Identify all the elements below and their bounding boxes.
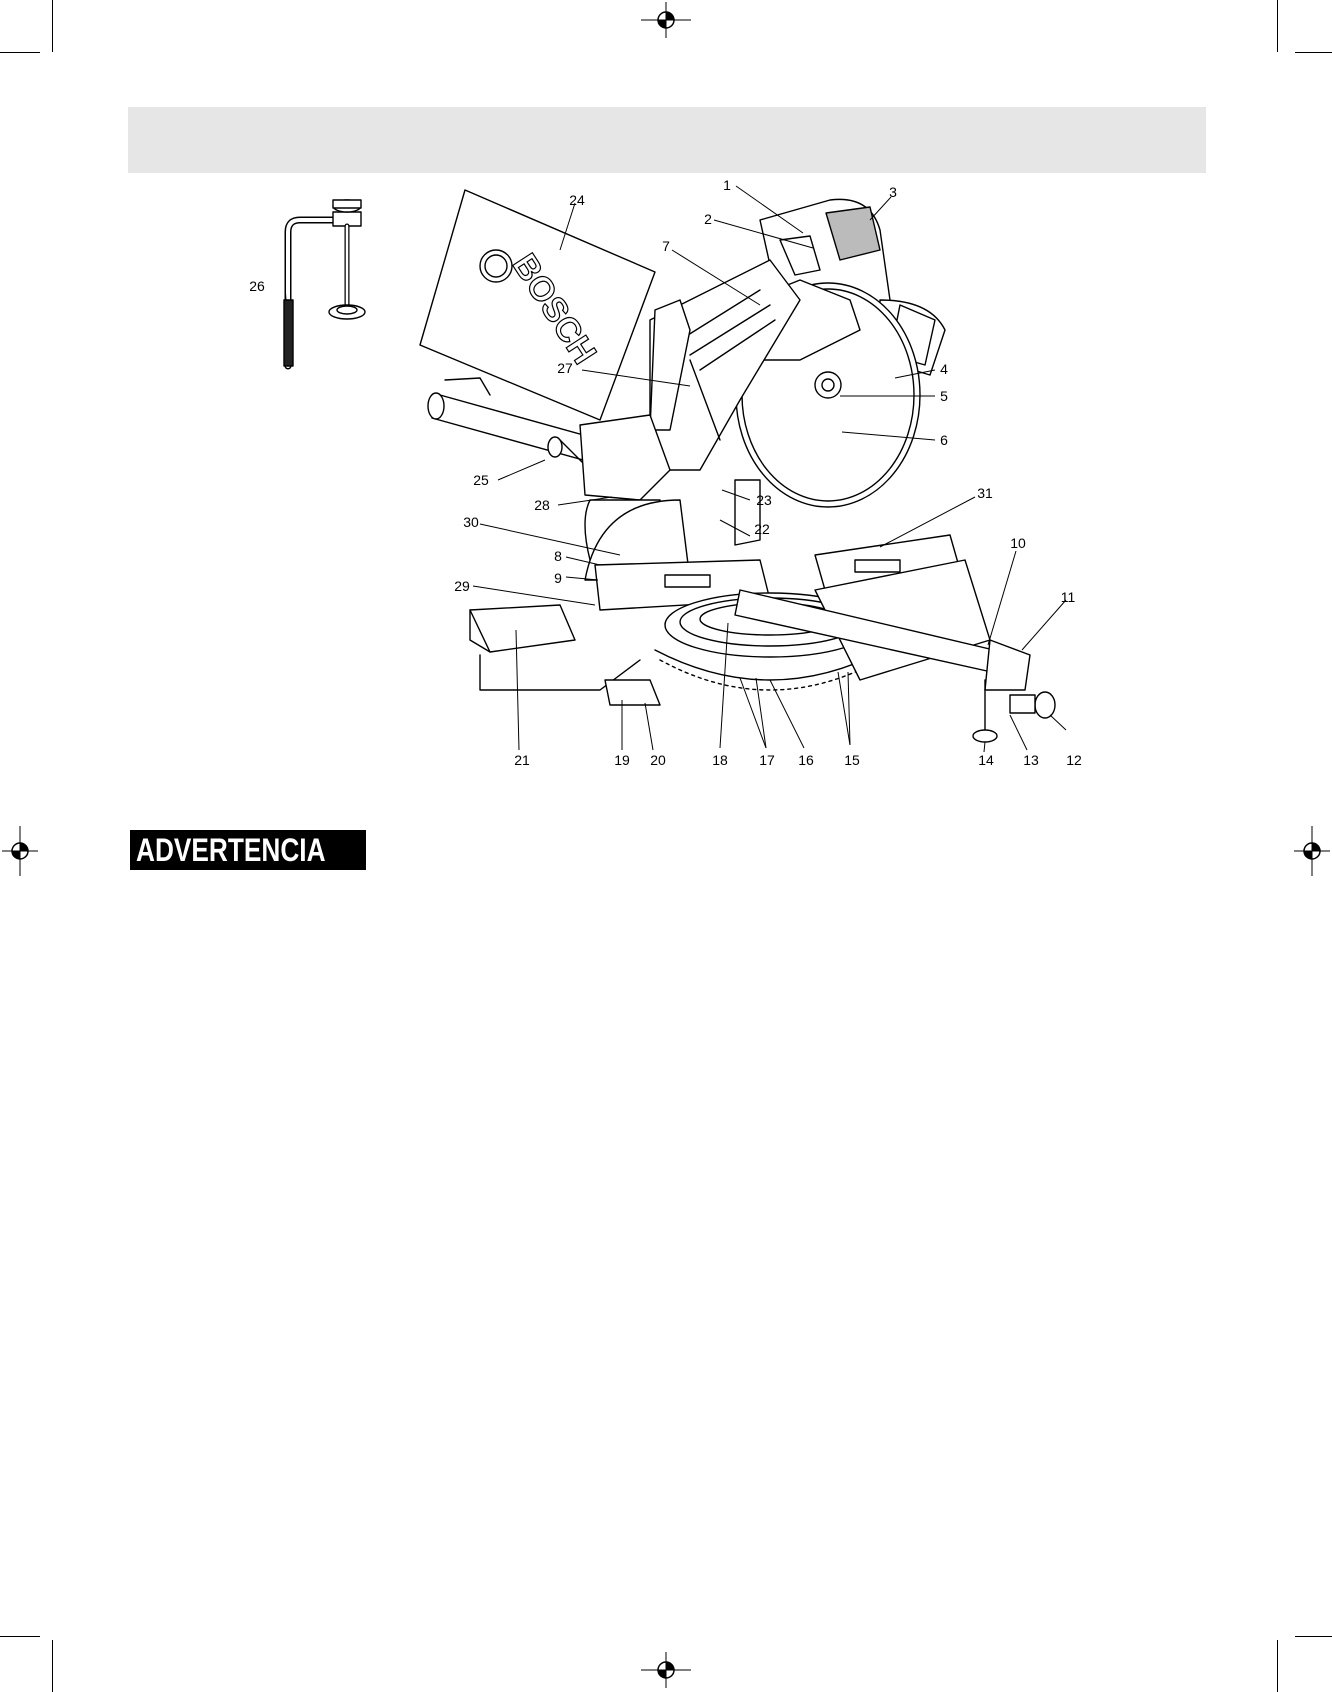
registration-mark-icon [2, 826, 38, 876]
callout-15: 15 [844, 752, 860, 768]
callout-20: 20 [650, 752, 666, 768]
callout-7: 7 [662, 238, 670, 254]
callout-13: 13 [1023, 752, 1039, 768]
callout-3: 3 [889, 184, 897, 200]
miter-saw-illustration: BOSCH 1 2 [0, 0, 1332, 790]
callout-24: 24 [569, 192, 585, 208]
callout-19: 19 [614, 752, 630, 768]
callout-17: 17 [759, 752, 775, 768]
crop-mark [0, 1636, 40, 1637]
callout-9: 9 [554, 570, 562, 586]
left-extension-wing [470, 605, 640, 690]
callout-27: 27 [557, 360, 573, 376]
callout-16: 16 [798, 752, 814, 768]
callout-14: 14 [978, 752, 994, 768]
callout-21: 21 [514, 752, 530, 768]
callout-10: 10 [1010, 535, 1026, 551]
warning-badge: ADVERTENCIA [130, 830, 366, 870]
callout-8: 8 [554, 548, 562, 564]
crop-mark [1295, 1636, 1332, 1637]
callout-23: 23 [756, 492, 772, 508]
callout-22: 22 [754, 521, 770, 537]
callout-5: 5 [940, 388, 948, 404]
callout-30: 30 [463, 514, 479, 530]
callout-12: 12 [1066, 752, 1082, 768]
callout-11: 11 [1061, 589, 1076, 605]
registration-mark-icon [641, 1652, 691, 1688]
callout-26: 26 [249, 278, 265, 294]
callout-2: 2 [704, 211, 712, 227]
callout-18: 18 [712, 752, 728, 768]
callout-25: 25 [473, 472, 489, 488]
crop-mark [52, 1640, 53, 1692]
callout-1: 1 [723, 177, 731, 193]
registration-mark-icon [1294, 826, 1330, 876]
crop-mark [1277, 1640, 1278, 1692]
callout-29: 29 [454, 578, 470, 594]
hold-down-clamp [284, 200, 365, 366]
callout-4: 4 [940, 361, 948, 377]
callout-6: 6 [940, 432, 948, 448]
callout-28: 28 [534, 497, 550, 513]
callout-31: 31 [977, 485, 993, 501]
warning-label: ADVERTENCIA [136, 832, 326, 869]
